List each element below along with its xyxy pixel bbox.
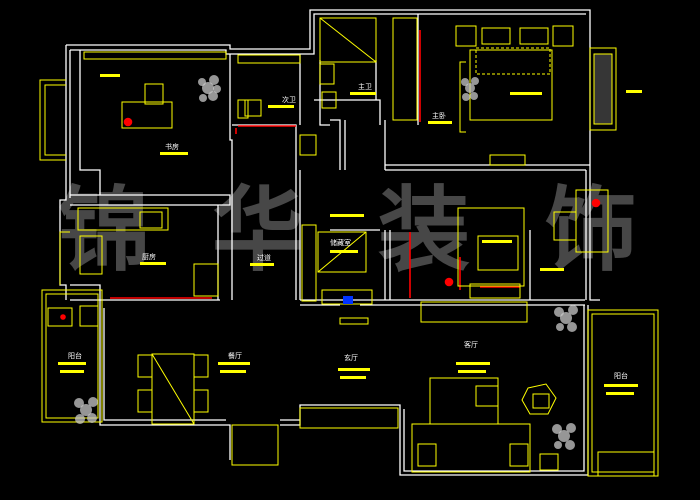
room-label-main-bathroom: 主卫 (358, 82, 372, 91)
room-label-balcony-left: 阳台 (68, 351, 82, 360)
plant-icon (554, 305, 578, 332)
room-labels: 书房 次卫 主卫 主卧 厨房 过道 储藏室 餐厅 玄厅 客厅 阳台 阳台 (68, 82, 628, 380)
plant-icon (74, 397, 98, 424)
red-accent-lines (60, 30, 601, 320)
room-label-kitchen: 厨房 (142, 252, 156, 261)
room-label-hallway: 过道 (257, 253, 271, 262)
plant-icon (461, 77, 479, 101)
plant-icon (198, 75, 221, 102)
room-label-study: 书房 (165, 142, 179, 151)
annotation-bars (58, 74, 642, 395)
room-label-foyer: 玄厅 (344, 353, 358, 362)
walls (59, 9, 600, 476)
room-label-balcony-right: 阳台 (614, 371, 628, 380)
watermark-char-2: 华 (212, 176, 304, 284)
plant-icon (552, 423, 576, 450)
room-label-master-bedroom: 主卧 (432, 111, 446, 120)
plants (74, 75, 578, 450)
watermark-char-4: 饰 (545, 176, 637, 284)
room-label-dining: 餐厅 (228, 351, 242, 360)
watermark: 锦 华 装 饰 (58, 176, 637, 284)
room-label-second-bathroom: 次卫 (282, 95, 296, 104)
room-label-storage: 储藏室 (330, 238, 351, 247)
furniture (39, 17, 659, 477)
watermark-char-3: 装 (378, 176, 470, 284)
room-label-living: 客厅 (464, 340, 478, 349)
